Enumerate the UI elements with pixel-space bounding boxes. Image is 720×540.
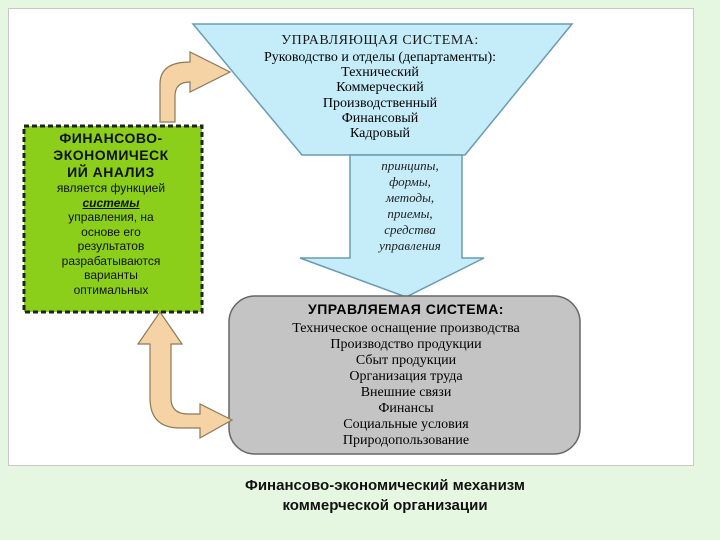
management-item: Руководство и отделы (департаменты):: [263, 50, 497, 65]
analysis-body-line: разрабатываются: [61, 253, 161, 268]
management-item: Технический: [341, 65, 419, 80]
managed-item: Техническое оснащение производства: [292, 321, 520, 336]
managed-item: Организация труда: [349, 369, 463, 384]
management-item: Кадровый: [350, 126, 410, 141]
arrow-text-line: формы,: [389, 174, 431, 189]
analysis-body-line: управления, на: [68, 210, 154, 224]
analysis-body-line: основе его: [81, 224, 141, 239]
managed-system-box: [228, 295, 581, 455]
analysis-body-line: результатов: [77, 239, 145, 253]
management-system-title: УПРАВЛЯЮЩАЯ СИСТЕМА:: [281, 33, 479, 48]
arrow-text-line: приемы,: [387, 206, 433, 221]
analysis-box: [22, 124, 204, 314]
arrow-text-line: методы,: [385, 190, 435, 205]
upper-feedback-arrow: [159, 51, 232, 123]
analysis-title-line: ФИНАНСОВО-: [59, 130, 163, 146]
arrow-text: принципы, формы, методы, приемы, средств…: [352, 158, 468, 254]
management-system-funnel: [191, 23, 574, 156]
caption-line: Финансово-экономический механизм: [245, 477, 525, 494]
analysis-body-line: варианты: [84, 268, 138, 282]
analysis-box-text: ФИНАНСОВО- ЭКОНОМИЧЕСК ИЙ АНАЛИЗ являетс…: [27, 130, 195, 297]
management-item: Финансовый: [341, 111, 419, 126]
managed-item: Сбыт продукции: [355, 353, 457, 368]
analysis-body-line: системы: [82, 195, 140, 210]
analysis-title-line: ЭКОНОМИЧЕСК: [53, 147, 169, 163]
analysis-body: является функцией системы управления, на…: [27, 181, 195, 297]
managed-item: Природопользование: [342, 433, 470, 448]
managed-item: Производство продукции: [330, 337, 482, 352]
managed-item: Финансы: [378, 401, 434, 416]
analysis-title: ФИНАНСОВО- ЭКОНОМИЧЕСК ИЙ АНАЛИЗ: [27, 130, 195, 181]
managed-item: Социальные условия: [343, 417, 469, 432]
analysis-body-line: является функцией: [56, 181, 166, 195]
managed-item: Внешние связи: [360, 385, 452, 400]
managed-system-title: УПРАВЛЯЕМАЯ СИСТЕМА:: [308, 301, 504, 317]
lower-feedback-arrow: [136, 310, 234, 440]
arrow-text-line: управления: [379, 238, 441, 253]
caption-line: коммерческой организации: [282, 497, 488, 514]
analysis-title-line: ИЙ АНАЛИЗ: [67, 164, 155, 180]
arrow-text-line: принципы,: [381, 158, 439, 173]
management-item: Производственный: [322, 96, 438, 111]
arrow-text-line: средства: [384, 222, 436, 237]
management-item: Коммерческий: [336, 80, 424, 95]
control-flow-arrow: [299, 154, 485, 298]
caption: Финансово-экономический механизм коммерч…: [160, 476, 610, 516]
analysis-body-line: оптимальных: [73, 282, 149, 297]
